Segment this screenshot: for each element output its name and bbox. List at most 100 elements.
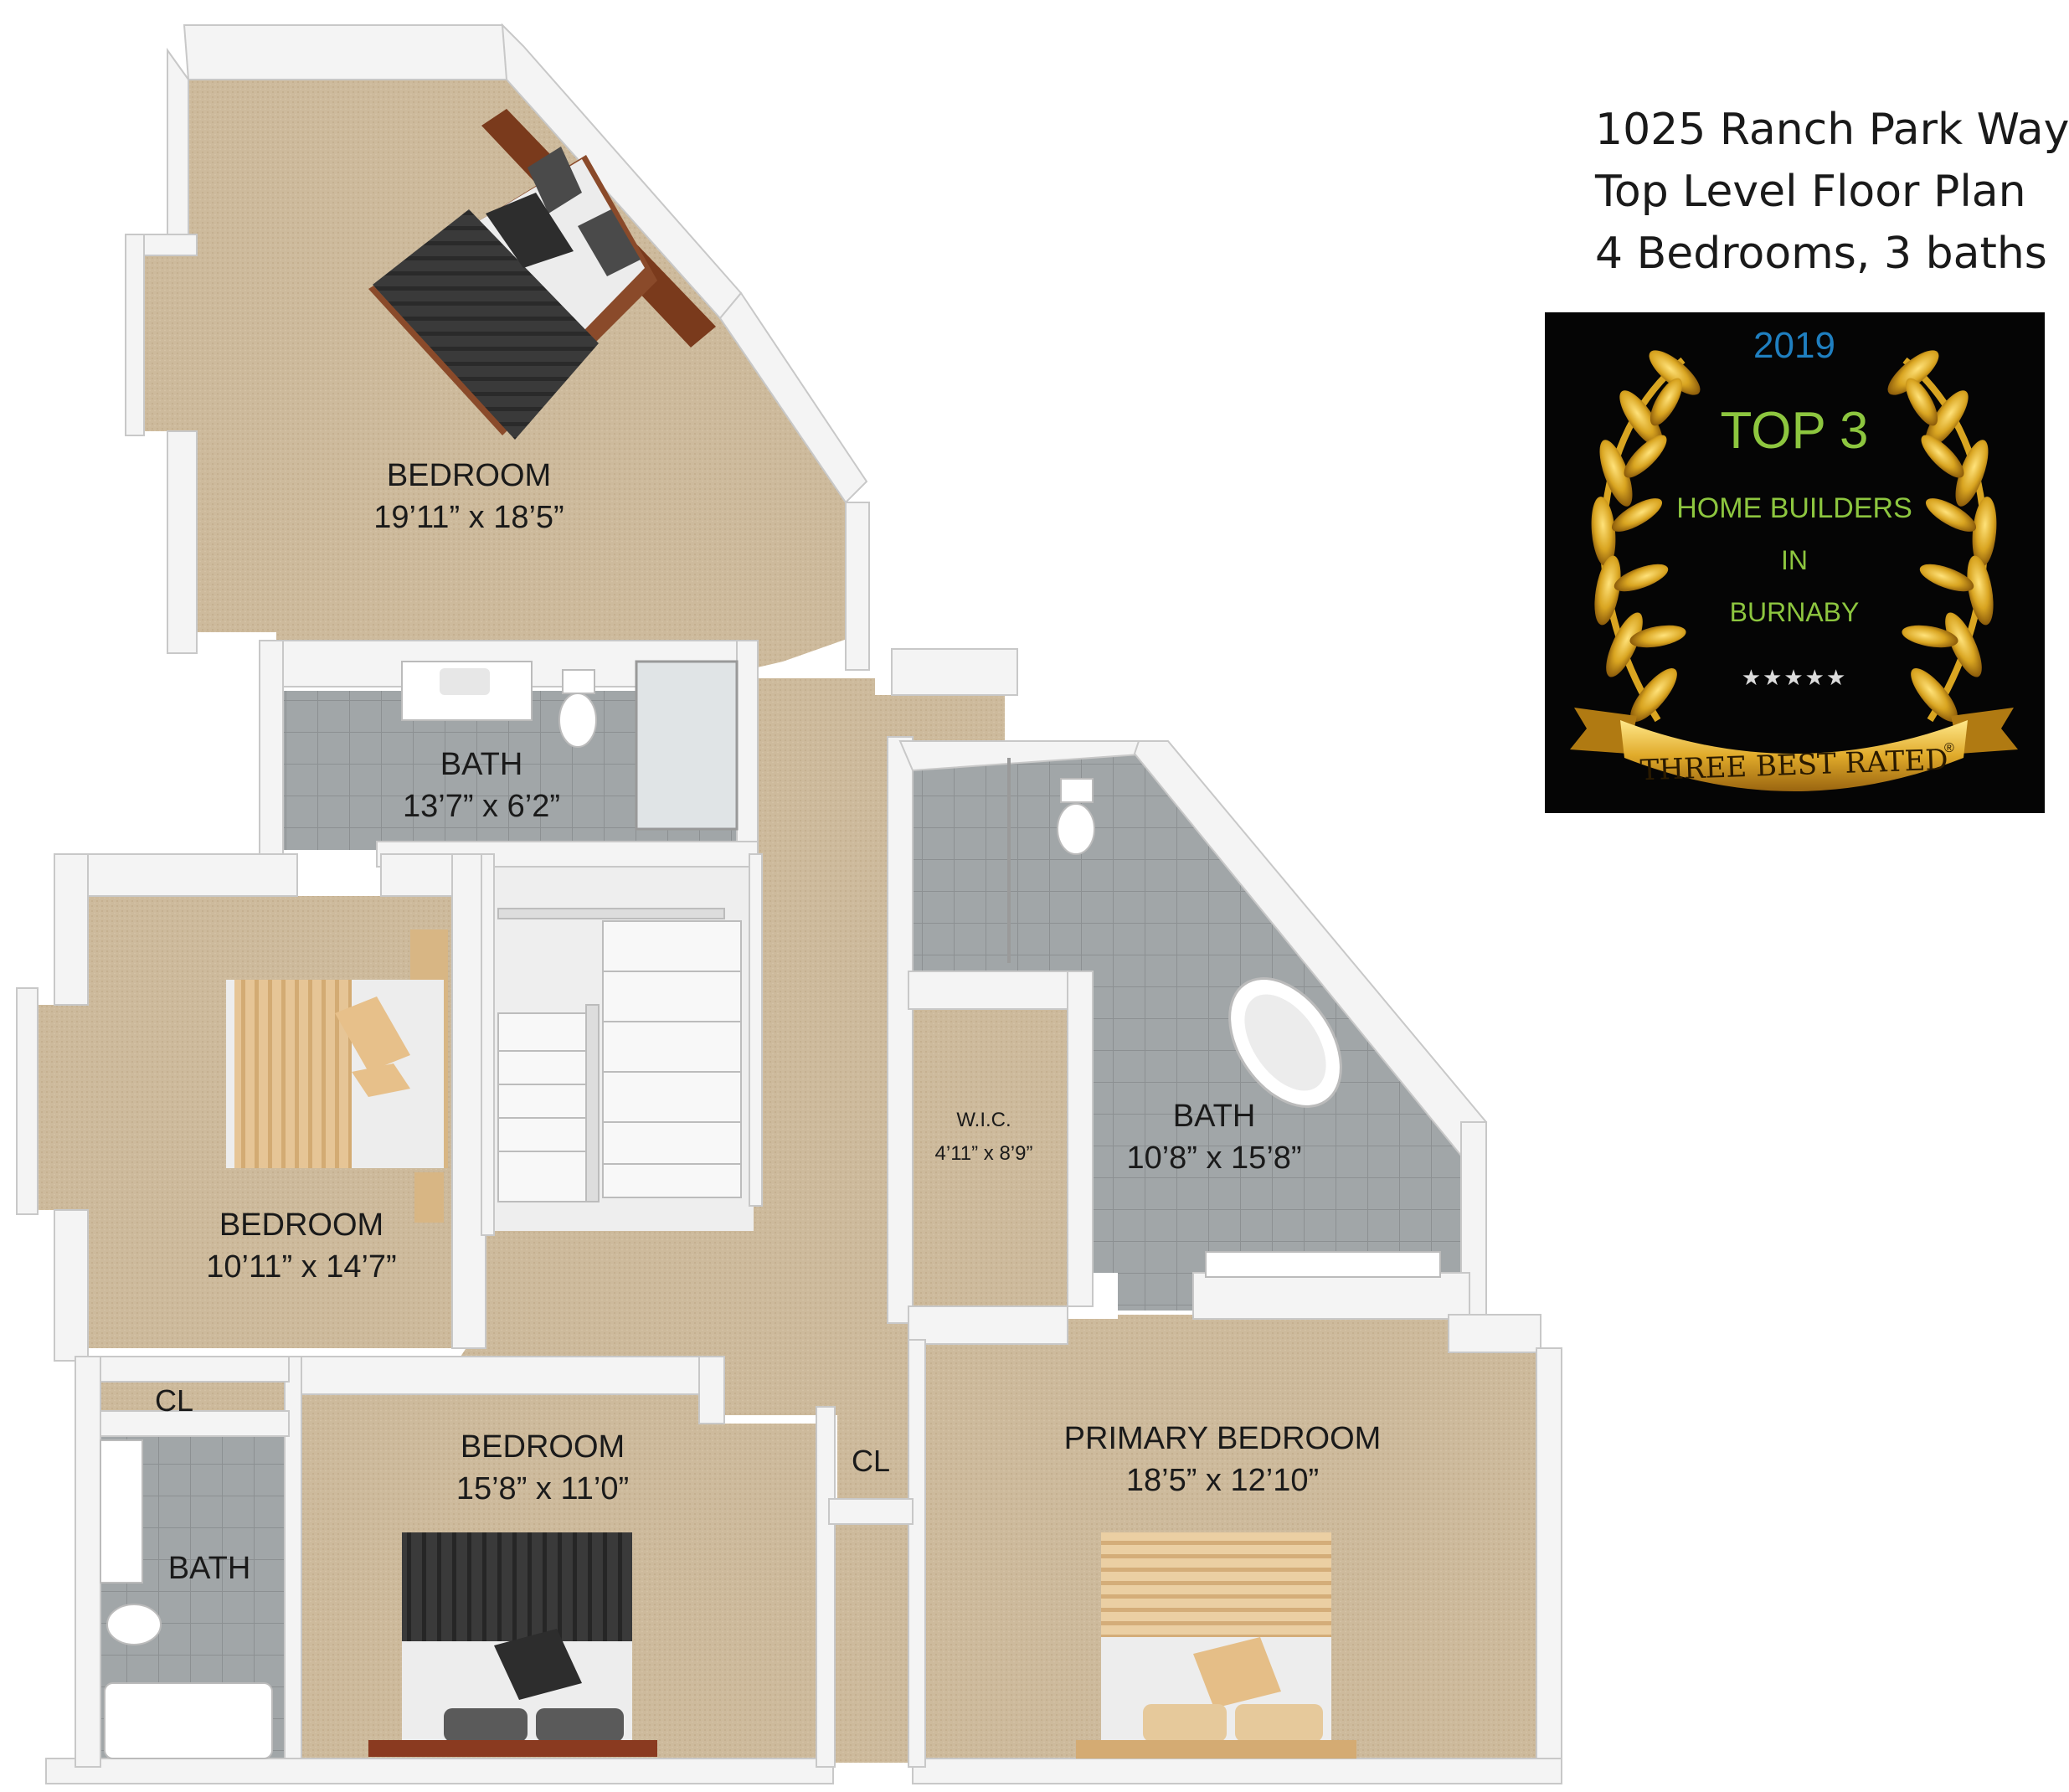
- badge-rank: TOP 3: [1721, 402, 1869, 460]
- laurel-wreath-icon: [1591, 350, 1997, 723]
- walls: [16, 23, 1562, 1784]
- toilet-upper: [558, 693, 597, 748]
- label-bedroom-top: BEDROOM: [387, 458, 551, 493]
- ribbon-tail-left: [1570, 708, 1637, 754]
- address-title: 1025 Ranch Park Way: [1595, 105, 2069, 155]
- size-bath-upper: 13’7” x 6’2”: [403, 789, 560, 824]
- laurel-leaf-icon: [1911, 668, 1958, 722]
- laurel-leaf-icon: [1614, 564, 1669, 592]
- floor-passage-center: [829, 1524, 913, 1763]
- wall-left-alcove: [16, 987, 39, 1215]
- furniture: [100, 109, 1441, 1759]
- stair-flight-right: [602, 920, 742, 1198]
- laurel-leaf-icon: [1972, 497, 1997, 567]
- toilet-tank-upper: [562, 669, 595, 694]
- pillow-top-3: [486, 193, 574, 268]
- badge-registered-mark: ®: [1944, 741, 1954, 755]
- laurel-leaf-icon: [1945, 612, 1982, 677]
- summary-title: 4 Bedrooms, 3 baths: [1595, 229, 2047, 279]
- wall-bottom-east: [816, 1406, 836, 1768]
- bed-blanket-primary: [1101, 1532, 1331, 1637]
- stair-rail: [497, 908, 725, 919]
- wall-primary-east: [1536, 1347, 1562, 1768]
- sink-upper: [440, 668, 490, 695]
- toilet-primary: [1057, 803, 1095, 855]
- laurel-leaf-icon: [1630, 668, 1677, 722]
- wall-wic-north: [908, 971, 1089, 1010]
- laurel-leaf-icon: [1919, 564, 1974, 592]
- wall-top-east: [845, 502, 870, 671]
- label-bedroom-left: BEDROOM: [219, 1208, 383, 1243]
- room-labels: BEDROOM 19’11” x 18’5” BATH 13’7” x 6’2”…: [155, 458, 1381, 1586]
- stairs: [497, 908, 742, 1202]
- laurel-leaf-icon: [1925, 390, 1969, 447]
- headboard-bottom: [368, 1740, 657, 1757]
- bed-blanket-left: [234, 980, 352, 1168]
- size-bedroom-bottom: 15’8” x 11’0”: [456, 1471, 629, 1506]
- wall-top-north: [183, 24, 512, 80]
- label-primary-bedroom: PRIMARY BEDROOM: [1064, 1421, 1382, 1456]
- wall-hall-east-top: [891, 648, 1018, 696]
- nightstand-left: [414, 1172, 444, 1223]
- pillow-primary-2: [1143, 1704, 1227, 1742]
- laurel-leaf-icon: [1921, 435, 1964, 478]
- label-bath-small: BATH: [168, 1551, 251, 1586]
- bed-blanket-bottom: [402, 1532, 632, 1641]
- wall-wic-east: [1067, 971, 1094, 1307]
- award-badge: THREE BEST RATED ® 2019 TOP 3 HOME BUILD…: [1545, 312, 2045, 813]
- floor-bath-primary: [908, 754, 1461, 1311]
- laurel-leaf-icon: [1611, 498, 1663, 532]
- size-bath-primary: 10’8” x 15’8”: [1126, 1141, 1301, 1176]
- pillow-left-2: [352, 1063, 410, 1097]
- wall-hall-east: [887, 736, 914, 1324]
- wall-cl-left-north: [83, 1356, 290, 1383]
- wall-bath-upper-west: [259, 640, 284, 855]
- laurel-leaf-icon: [1955, 440, 1989, 507]
- label-wic: W.I.C.: [956, 1109, 1011, 1131]
- pillow-left-1: [335, 996, 410, 1072]
- ribbon-band: [1620, 720, 1968, 791]
- bed-blanket-top: [373, 209, 599, 440]
- laurel-leaf-icon: [1887, 350, 1939, 395]
- wall-primary-north: [908, 1305, 1068, 1345]
- wall-bath-upper-east: [736, 640, 759, 855]
- toilet-small: [106, 1604, 162, 1645]
- bathtub-small: [104, 1682, 273, 1759]
- pillow-bottom-3: [536, 1708, 624, 1742]
- wall-left-north: [83, 853, 298, 897]
- ribbon-tail-right: [1951, 708, 2018, 754]
- size-primary-bedroom: 18’5” x 12’10”: [1126, 1463, 1319, 1498]
- wall-bottom-north-b: [698, 1356, 725, 1424]
- laurel-leaf-icon: [1599, 440, 1633, 507]
- pillow-bottom-2: [444, 1708, 528, 1742]
- shower-upper: [635, 660, 739, 831]
- wall-bottom-north: [288, 1356, 704, 1395]
- wall-left-west-lower: [54, 1209, 89, 1362]
- pillow-primary-3: [1235, 1704, 1323, 1742]
- laurel-leaf-icon: [1902, 625, 1958, 648]
- size-wic: 4’11” x 8’9”: [935, 1142, 1033, 1165]
- vanity-small: [100, 1439, 143, 1583]
- size-bedroom-left: 10’11” x 14’7”: [206, 1249, 396, 1285]
- wall-left-north-b: [380, 853, 457, 897]
- pillow-bottom-1: [494, 1629, 582, 1700]
- badge-stars: ★★★★★: [1742, 666, 1848, 691]
- badge-year: 2019: [1753, 325, 1835, 366]
- stair-rail: [585, 1004, 600, 1202]
- wall-cl-center-south: [828, 1498, 914, 1525]
- toilet-tank-primary: [1060, 778, 1094, 803]
- pillow-top-1: [528, 147, 582, 214]
- laurel-leaf-icon: [1619, 390, 1663, 447]
- label-cl-left: CL: [155, 1383, 193, 1418]
- wall-primary-north-b: [1448, 1314, 1541, 1353]
- wall-primary-south: [912, 1758, 1562, 1784]
- badge-line-1: HOME BUILDERS: [1676, 492, 1912, 524]
- wall-top-west: [167, 47, 189, 252]
- label-bath-upper: BATH: [440, 747, 523, 782]
- wall-alcove-west: [125, 234, 145, 436]
- floor-wic: [913, 1005, 1068, 1306]
- wall-stair-west: [481, 853, 495, 1236]
- laurel-leaf-icon: [1606, 612, 1643, 677]
- pillow-top-2: [578, 209, 641, 276]
